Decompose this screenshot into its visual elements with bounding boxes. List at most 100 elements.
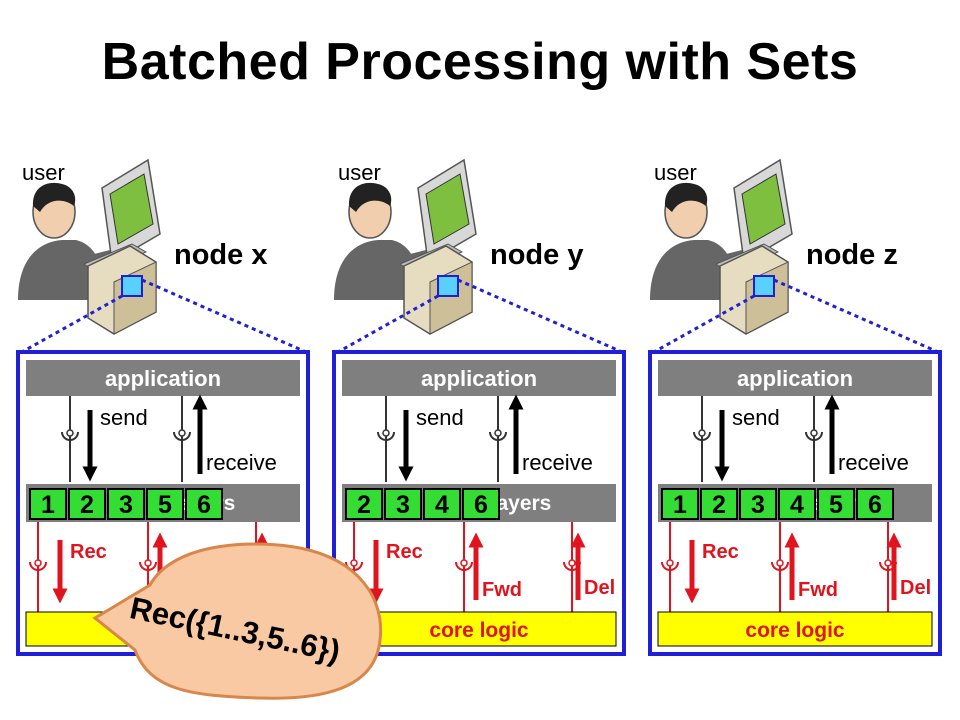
red-socket-icon <box>29 561 47 571</box>
node-label: node x <box>174 239 267 271</box>
server-highlight <box>121 275 143 297</box>
socket-icon <box>489 431 507 441</box>
zoom-line-right <box>457 278 623 354</box>
send-label: send <box>732 405 780 430</box>
application-bar <box>342 360 616 396</box>
send-label: send <box>100 405 148 430</box>
red-socket-icon <box>661 561 679 571</box>
set-item-box <box>423 488 461 520</box>
set-item-label: 3 <box>119 491 133 519</box>
set-item-label: 1 <box>673 491 687 519</box>
user-body <box>18 240 106 300</box>
socket-icon <box>173 431 191 441</box>
set-item-label: 5 <box>829 491 843 519</box>
del-label: Del <box>584 577 615 599</box>
socket-dot <box>494 429 502 437</box>
fwd-label: Fwd <box>798 579 838 601</box>
layers-label: layers <box>491 492 552 515</box>
set-item-box <box>384 488 422 520</box>
node-label: node y <box>490 239 583 271</box>
user-hair <box>348 182 392 212</box>
application-label: application <box>421 366 537 391</box>
set-item-label: 6 <box>868 491 882 519</box>
set-item-label: 4 <box>435 491 449 519</box>
zoom-line-left <box>653 294 755 354</box>
red-socket-icon <box>139 561 157 571</box>
monitor-screen <box>425 173 470 245</box>
rec-label: Rec <box>70 541 107 563</box>
callout-bubble: Rec({1..3,5..6}) <box>92 542 383 700</box>
receive-label: receive <box>838 450 909 475</box>
set-item-box <box>778 488 816 520</box>
set-item-label: 2 <box>80 491 94 519</box>
red-socket-dot <box>666 559 674 567</box>
application-bar <box>658 360 932 396</box>
user-label: user <box>654 160 697 185</box>
user-body <box>650 240 738 300</box>
red-socket-icon <box>345 561 363 571</box>
red-socket-dot <box>884 559 892 567</box>
zoom-line-right <box>141 278 307 354</box>
red-socket-dot <box>460 559 468 567</box>
red-socket-dot <box>568 559 576 567</box>
set-item-box <box>817 488 855 520</box>
monitor-screen <box>109 173 154 245</box>
red-socket-dot <box>34 559 42 567</box>
socket-icon <box>61 431 79 441</box>
set-item-label: 3 <box>396 491 410 519</box>
fwd-label: Fwd <box>482 579 522 601</box>
set-item-box <box>185 488 223 520</box>
set-item-box <box>146 488 184 520</box>
set-item-box <box>462 488 500 520</box>
set-item-label: 6 <box>197 491 211 519</box>
socket-dot <box>178 429 186 437</box>
user-body <box>334 240 422 300</box>
set-item-label: 1 <box>41 491 55 519</box>
set-item-box <box>29 488 67 520</box>
monitor-screen <box>741 173 786 245</box>
zoom-line-left <box>337 294 439 354</box>
set-item-box <box>700 488 738 520</box>
rec-label: Rec <box>702 541 739 563</box>
user-label: user <box>338 160 381 185</box>
core-logic-bar <box>341 611 617 647</box>
server-highlight <box>753 275 775 297</box>
socket-icon <box>377 431 395 441</box>
set-item-label: 5 <box>158 491 172 519</box>
application-bar <box>26 360 300 396</box>
user-hair <box>32 182 76 212</box>
page-title: Batched Processing with Sets <box>101 33 859 91</box>
set-item-label: 3 <box>751 491 765 519</box>
socket-dot <box>810 429 818 437</box>
zoom-line-right <box>773 278 939 354</box>
set-item-box <box>856 488 894 520</box>
rec-label: Rec <box>386 541 423 563</box>
red-socket-dot <box>350 559 358 567</box>
red-socket-icon <box>771 561 789 571</box>
set-item-label: 4 <box>790 491 804 519</box>
node-label: node z <box>806 239 898 271</box>
application-label: application <box>105 366 221 391</box>
set-item-label: 2 <box>357 491 371 519</box>
red-socket-dot <box>144 559 152 567</box>
user-hair <box>664 182 708 212</box>
set-item-box <box>739 488 777 520</box>
core-logic-label: core logic <box>429 619 529 642</box>
red-socket-dot <box>776 559 784 567</box>
socket-dot <box>382 429 390 437</box>
set-item-label: 6 <box>474 491 488 519</box>
core-logic-bar <box>657 611 933 647</box>
user-icon <box>334 182 428 300</box>
receive-label: receive <box>522 450 593 475</box>
server-highlight <box>437 275 459 297</box>
core-logic-label: core logic <box>745 619 845 642</box>
set-item-box <box>345 488 383 520</box>
red-socket-icon <box>455 561 473 571</box>
user-label: user <box>22 160 65 185</box>
socket-dot <box>698 429 706 437</box>
send-label: send <box>416 405 464 430</box>
set-item-box <box>68 488 106 520</box>
user-icon <box>650 182 744 300</box>
